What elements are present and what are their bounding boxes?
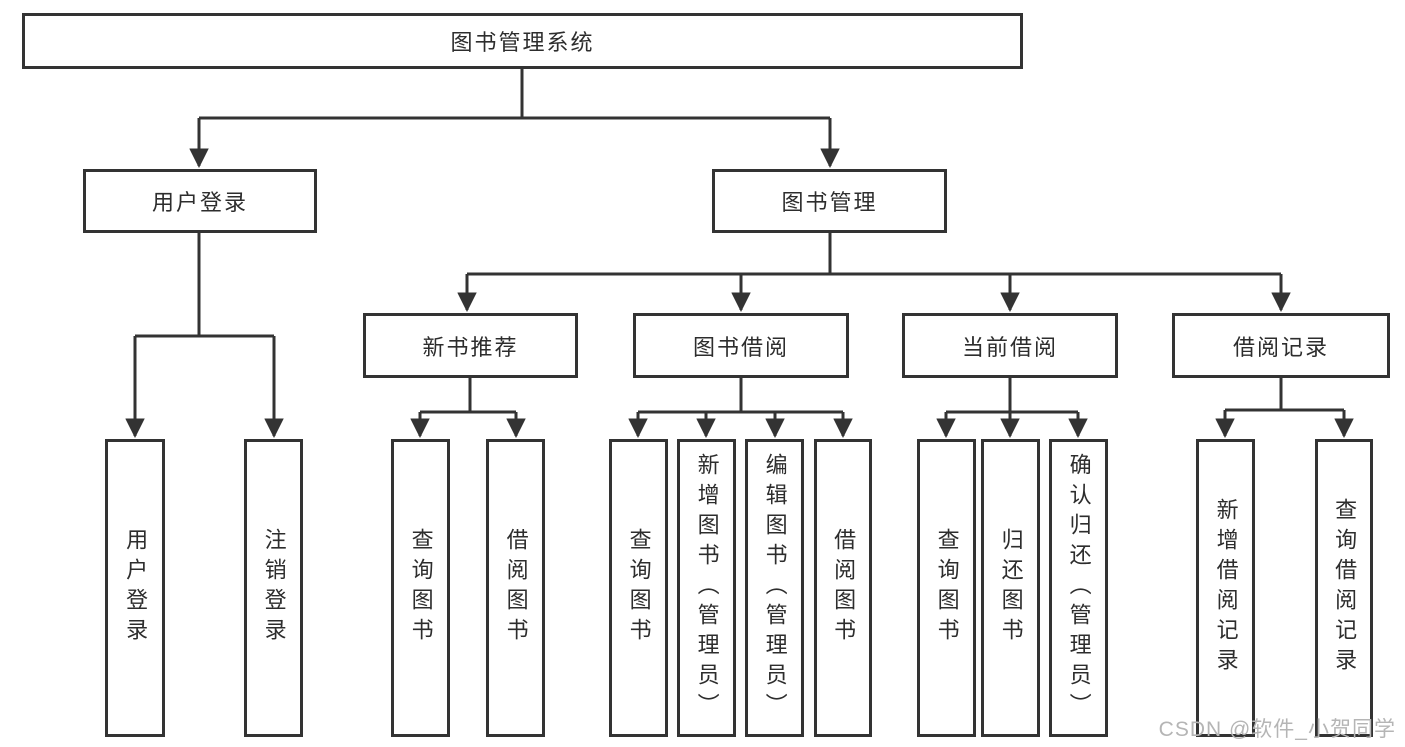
leaf-add-borrow-record: 新增借阅记录	[1196, 439, 1255, 737]
leaf-edit-book-admin-label: 编辑图书（管理员）	[762, 453, 788, 723]
leaf-query-books-borrow: 查询图书	[609, 439, 668, 737]
node-new-book-recommend: 新书推荐	[363, 313, 578, 378]
node-user-login-label: 用户登录	[151, 190, 248, 215]
leaf-confirm-return-admin: 确认归还（管理员）	[1049, 439, 1108, 737]
node-current-borrow: 当前借阅	[902, 313, 1118, 378]
leaf-user-login: 用户登录	[105, 439, 165, 737]
leaf-query-books-recommend: 查询图书	[391, 439, 450, 737]
leaf-query-books-borrow-label: 查询图书	[626, 528, 652, 648]
leaf-confirm-return-admin-label: 确认归还（管理员）	[1066, 453, 1092, 723]
leaf-query-books-recommend-label: 查询图书	[408, 528, 434, 648]
node-new-book-recommend-label: 新书推荐	[422, 334, 519, 360]
leaf-edit-book-admin: 编辑图书（管理员）	[745, 439, 804, 737]
leaf-borrow-books-recommend-label: 借阅图书	[503, 528, 529, 648]
leaf-user-login-label: 用户登录	[123, 528, 149, 648]
watermark-text: CSDN @软件_小贺同学	[1158, 718, 1396, 741]
node-book-borrow: 图书借阅	[633, 313, 849, 378]
leaf-return-book: 归还图书	[981, 439, 1040, 737]
node-user-login: 用户登录	[83, 169, 317, 233]
leaf-borrow-books-recommend: 借阅图书	[486, 439, 545, 737]
node-borrow-records: 借阅记录	[1172, 313, 1390, 378]
node-book-management-label: 图书管理	[781, 190, 878, 215]
leaf-borrow-books: 借阅图书	[814, 439, 872, 737]
leaf-query-books-current: 查询图书	[917, 439, 976, 737]
node-current-borrow-label: 当前借阅	[961, 334, 1058, 360]
node-root-system: 图书管理系统	[22, 13, 1023, 69]
node-book-borrow-label: 图书借阅	[692, 334, 789, 360]
leaf-borrow-books-label: 借阅图书	[831, 528, 857, 648]
leaf-query-borrow-record-label: 查询借阅记录	[1332, 498, 1358, 678]
leaf-query-borrow-record: 查询借阅记录	[1315, 439, 1373, 737]
leaf-return-book-label: 归还图书	[998, 528, 1024, 648]
node-borrow-records-label: 借阅记录	[1232, 334, 1329, 360]
leaf-add-book-admin-label: 新增图书（管理员）	[694, 453, 720, 723]
leaf-query-books-current-label: 查询图书	[934, 528, 960, 648]
node-root-label: 图书管理系统	[450, 30, 595, 55]
leaf-add-borrow-record-label: 新增借阅记录	[1213, 498, 1239, 678]
leaf-add-book-admin: 新增图书（管理员）	[677, 439, 736, 737]
leaf-logout-label: 注销登录	[261, 528, 287, 648]
leaf-logout: 注销登录	[244, 439, 303, 737]
node-book-management: 图书管理	[712, 169, 947, 233]
